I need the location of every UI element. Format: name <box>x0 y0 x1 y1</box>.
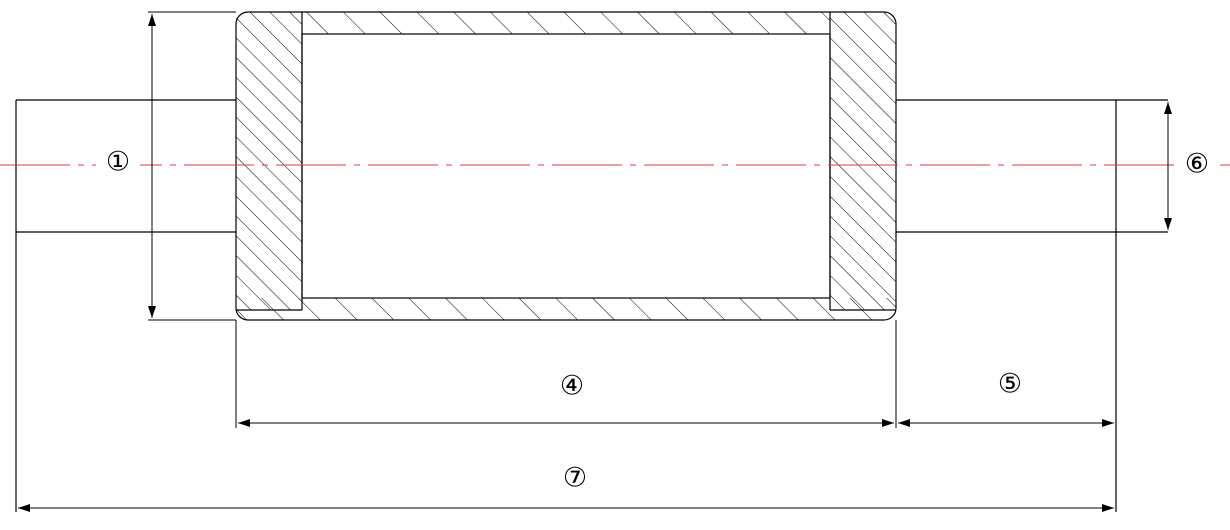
label-4: ④ <box>560 371 584 402</box>
dimension-1 <box>148 11 236 321</box>
right-wall-hatch <box>830 12 896 310</box>
right-shaft <box>896 99 1168 512</box>
dimension-4 <box>235 320 897 428</box>
left-wall-hatch <box>236 12 302 310</box>
label-6: ⑥ <box>1185 149 1209 180</box>
top-wall-hatch <box>302 12 830 34</box>
label-7: ⑦ <box>563 463 587 494</box>
inner-cavity <box>301 33 831 299</box>
bottom-wall-hatch <box>236 298 896 320</box>
label-1: ① <box>106 147 130 178</box>
housing-section <box>235 11 897 321</box>
label-5: ⑤ <box>998 369 1022 400</box>
left-shaft <box>15 99 236 512</box>
housing-outline <box>235 11 897 321</box>
